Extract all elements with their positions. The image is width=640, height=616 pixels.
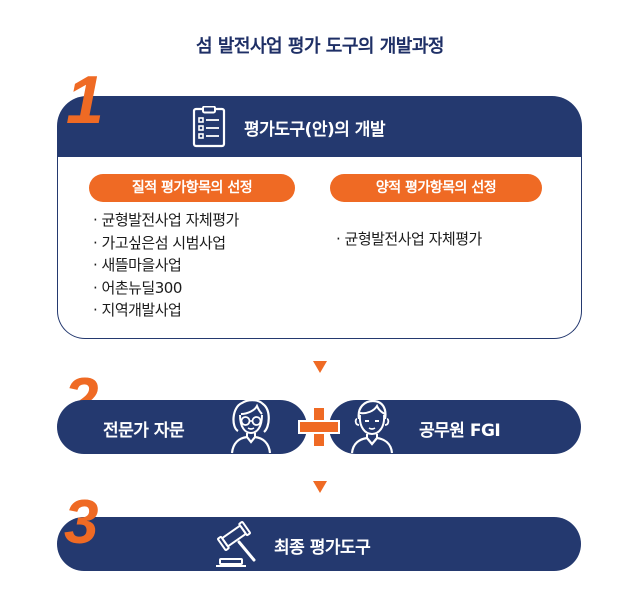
list-item: · 어촌뉴딜300 (93, 278, 182, 297)
quantitative-item-list: · 균형발전사업 자체평가 (336, 228, 482, 251)
step1-number: 1 (66, 62, 104, 138)
expert-consult-label: 전문가 자문 (103, 421, 185, 441)
step1-title: 평가도구(안)의 개발 (244, 120, 386, 140)
gavel-icon (216, 521, 256, 567)
checklist-icon (192, 106, 226, 148)
official-fgi-label: 공무원 FGI (419, 421, 501, 441)
arrow-down-icon (313, 481, 327, 493)
quantitative-label-pill: 양적 평가항목의 선정 (330, 174, 542, 202)
qualitative-label-pill: 질적 평가항목의 선정 (89, 174, 295, 202)
final-tool-label: 최종 평가도구 (274, 538, 371, 558)
list-item: · 지역개발사업 (93, 301, 182, 319)
step2-right-bar (329, 400, 581, 454)
list-item: · 균형발전사업 자체평가 (336, 230, 482, 248)
step2-left-bar (57, 400, 307, 454)
step1-header-bar (57, 96, 582, 158)
qualitative-item-list: · 균형발전사업 자체평가 · 가고싶은섬 시범사업 · 새뜰마을사업 · 어촌… (93, 209, 239, 322)
page-title: 섬 발전사업 평가 도구의 개발과정 (196, 36, 444, 57)
plus-text: + (310, 418, 311, 419)
plus-icon (298, 406, 340, 448)
step3-bar (57, 517, 581, 571)
official-man-icon (350, 399, 394, 454)
list-item: · 가고싶은섬 시범사업 (93, 233, 226, 252)
expert-woman-icon (230, 399, 272, 454)
arrow-down-icon (313, 361, 327, 373)
step3-number: 3 (64, 488, 99, 557)
list-item: · 균형발전사업 자체평가 (93, 211, 239, 229)
list-item: · 새뜰마을사업 (93, 256, 182, 274)
